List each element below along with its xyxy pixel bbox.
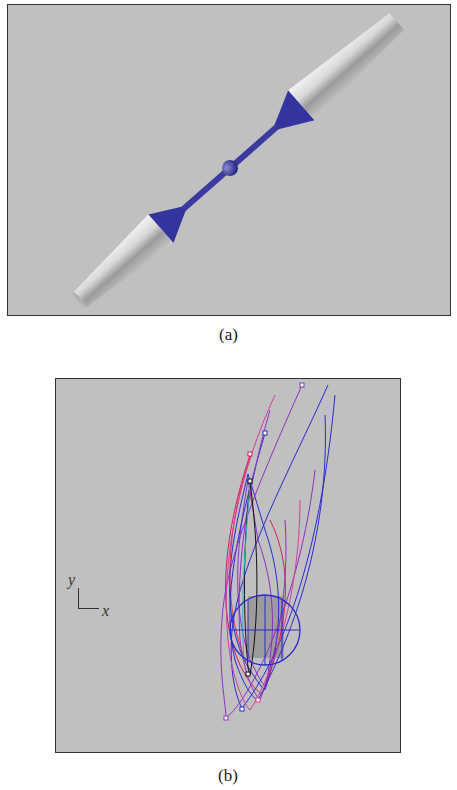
panel-label: (a) bbox=[219, 326, 238, 343]
panel-b bbox=[56, 379, 401, 753]
axis-label: x bbox=[102, 603, 109, 619]
panel-a bbox=[8, 5, 451, 316]
axis-label: y bbox=[68, 572, 75, 588]
propeller-model bbox=[65, 6, 410, 316]
axis-indicator bbox=[78, 588, 99, 609]
wireframe-curves bbox=[221, 383, 335, 720]
panel-label: (b) bbox=[218, 767, 238, 784]
